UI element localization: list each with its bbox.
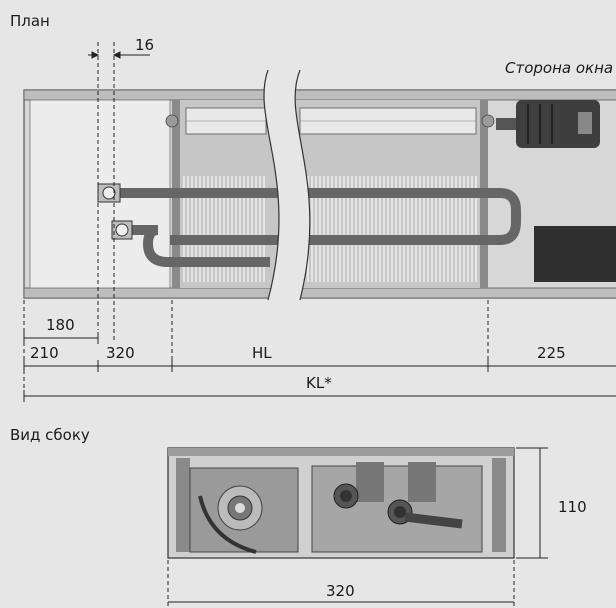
break-line: [263, 69, 311, 301]
plan-title: План: [10, 12, 50, 30]
dim-320-label: 320: [106, 344, 135, 362]
window-side-label: Сторона окна: [505, 59, 613, 77]
heating-pipes: [120, 188, 521, 267]
plan-dimensions: [23, 42, 616, 402]
dim-16-label: 16: [135, 36, 154, 54]
dim-210-label: 210: [30, 344, 59, 362]
side-view-title: Вид сбоку: [10, 426, 90, 444]
pipe-connectors: [97, 183, 133, 240]
dim-hl-label: HL: [252, 344, 272, 362]
dim-kl-label: KL*: [306, 374, 332, 392]
side-profile: [167, 447, 515, 559]
dim-180-label: 180: [46, 316, 75, 334]
dim-side-320-label: 320: [326, 582, 355, 600]
dim-side-110-label: 110: [558, 498, 587, 516]
motor: [496, 100, 600, 148]
side-dimensions: [167, 447, 548, 606]
dim-225-label: 225: [537, 344, 566, 362]
control-box: [534, 226, 616, 282]
